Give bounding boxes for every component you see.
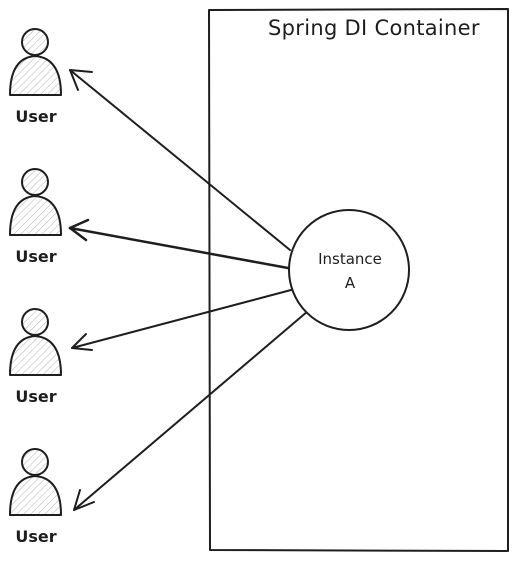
instance-label-line2: A xyxy=(344,274,356,292)
container-title: Spring DI Container xyxy=(268,16,480,40)
user-label: User xyxy=(15,247,57,266)
user-icon xyxy=(9,448,62,516)
arrow-to-user-1 xyxy=(69,69,291,251)
user-label: User xyxy=(15,527,57,546)
arrow-to-user-3 xyxy=(71,289,292,351)
user-icon xyxy=(9,308,62,376)
spring-container-box xyxy=(208,8,509,552)
user-icon xyxy=(9,168,62,236)
instance-circle xyxy=(288,209,410,331)
user-label: User xyxy=(15,387,57,406)
instance-label-line1: Instance xyxy=(318,250,382,268)
user-label: User xyxy=(15,107,57,126)
arrow-to-user-4 xyxy=(73,310,309,511)
arrow-to-user-2 xyxy=(68,218,290,270)
user-icon xyxy=(9,28,62,96)
